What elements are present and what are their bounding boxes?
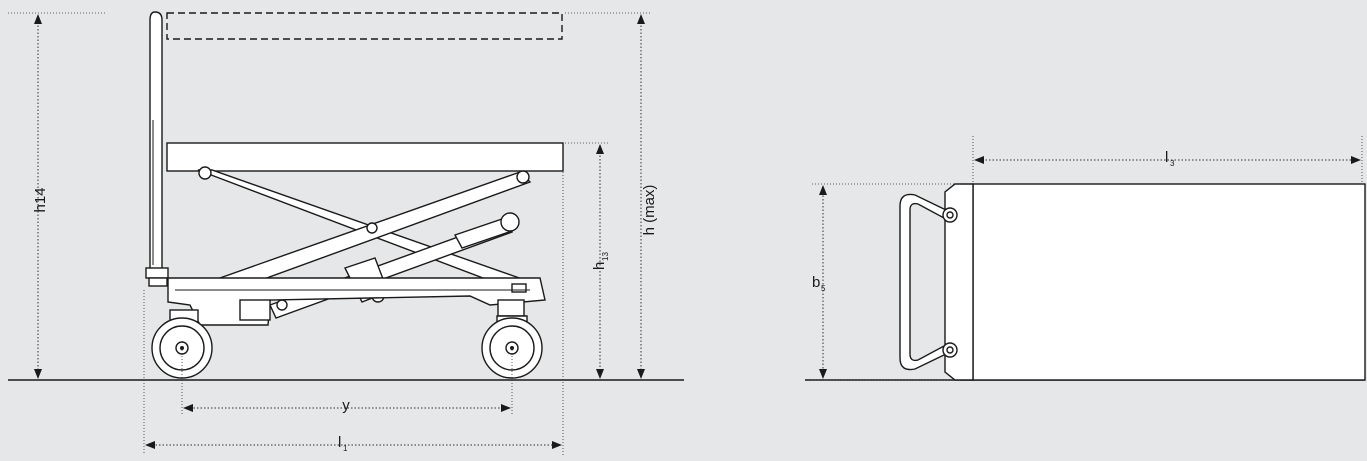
h13-label: h (591, 262, 608, 270)
y-dimension: y (181, 350, 513, 414)
hmax-dimension: h (max) (565, 12, 658, 379)
l3-subscript: 3 (1170, 159, 1175, 168)
scissor-arms (197, 166, 532, 299)
l3-dimension: l 3 (972, 136, 1363, 184)
side-view: h14 h (max) h 13 y (8, 11, 684, 455)
push-handle (145, 11, 169, 287)
loop-handle-top (899, 193, 958, 371)
chassis-frame (167, 277, 546, 326)
h13-dimension: h 13 (565, 142, 610, 379)
right-caster-wheel (481, 299, 543, 379)
h14-label: h14 (32, 187, 49, 212)
h13-subscript: 13 (601, 252, 610, 261)
h14-dimension: h14 (8, 12, 105, 379)
platform-top (972, 183, 1366, 381)
l1-subscript: 1 (343, 444, 348, 453)
b5-label: b (812, 274, 820, 291)
y-label: y (342, 397, 350, 414)
b5-dimension: b 5 (812, 183, 960, 381)
l1-dimension: l 1 (143, 172, 564, 455)
l1-label: l (338, 434, 341, 451)
b5-subscript: 5 (821, 284, 826, 293)
top-view: l 3 b 5 (805, 136, 1366, 381)
handle-bracket (944, 183, 974, 381)
platform (166, 142, 564, 172)
l3-label: l (1165, 149, 1168, 166)
hmax-label: h (max) (641, 185, 658, 236)
left-caster-wheel (151, 309, 213, 379)
raised-platform-outline (166, 12, 563, 40)
